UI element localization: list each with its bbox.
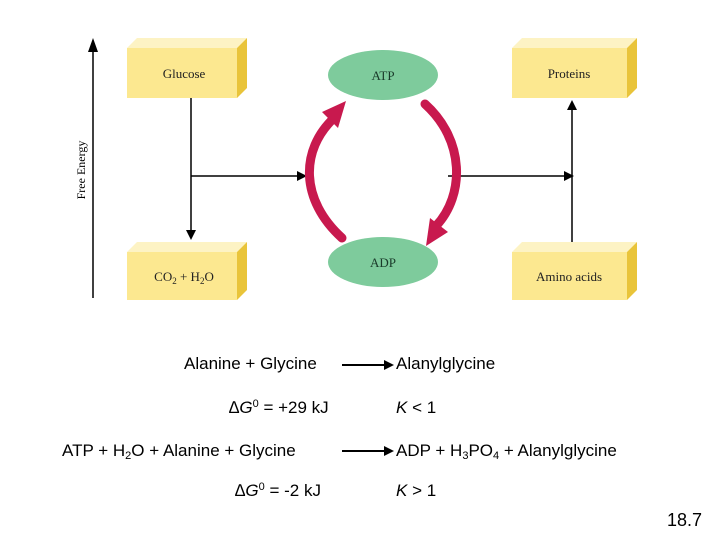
reaction2-k: K > 1 xyxy=(396,481,437,500)
proteins-box: Proteins xyxy=(512,38,637,98)
reaction1-arrowhead xyxy=(384,360,394,370)
glucose-box: Glucose xyxy=(127,38,247,98)
atp-hydrolysis-arrowhead xyxy=(426,218,448,246)
reaction1-k: K < 1 xyxy=(396,398,437,417)
adp-label: ADP xyxy=(370,255,396,270)
atp-adp-cycle-arrows xyxy=(304,99,462,246)
reaction2-arrowhead xyxy=(384,446,394,456)
proteins-label: Proteins xyxy=(548,66,591,81)
amino-acids-box: Amino acids xyxy=(512,242,637,300)
protein-synthesis-arrows xyxy=(448,100,577,242)
glucose-breakdown-arrows xyxy=(186,98,307,240)
co2-h2o-box: CO2 + H2O xyxy=(127,242,247,300)
atp-oval: ATP xyxy=(328,50,438,100)
reaction2-reactants: ATP + H2O + Alanine + Glycine xyxy=(62,441,296,462)
reaction1-delta-g: ∆G0 = +29 kJ xyxy=(229,398,329,417)
reaction2-delta-g: ∆G0 = -2 kJ xyxy=(235,481,321,500)
co2-h2o-label: CO2 + H2O xyxy=(154,269,214,286)
atp-label: ATP xyxy=(371,68,394,83)
y-axis-label: Free Energy xyxy=(74,141,88,200)
glucose-label: Glucose xyxy=(163,66,206,81)
atp-formation-arrowhead xyxy=(322,101,346,128)
reaction2-products: ADP + H3PO4 + Alanylglycine xyxy=(396,441,617,462)
amino-acids-label: Amino acids xyxy=(536,269,602,284)
adp-oval: ADP xyxy=(328,237,438,287)
free-energy-axis xyxy=(88,38,98,298)
slide-number: 18.7 xyxy=(667,510,703,530)
reaction2-arrow xyxy=(342,450,388,452)
reaction1-reactants: Alanine + Glycine xyxy=(184,354,317,373)
energy-coupling-diagram: Free Energy Glucose CO2 + H2O Proteins A… xyxy=(74,38,637,300)
reaction1-product: Alanylglycine xyxy=(396,354,496,373)
reaction1-arrow xyxy=(342,364,388,366)
